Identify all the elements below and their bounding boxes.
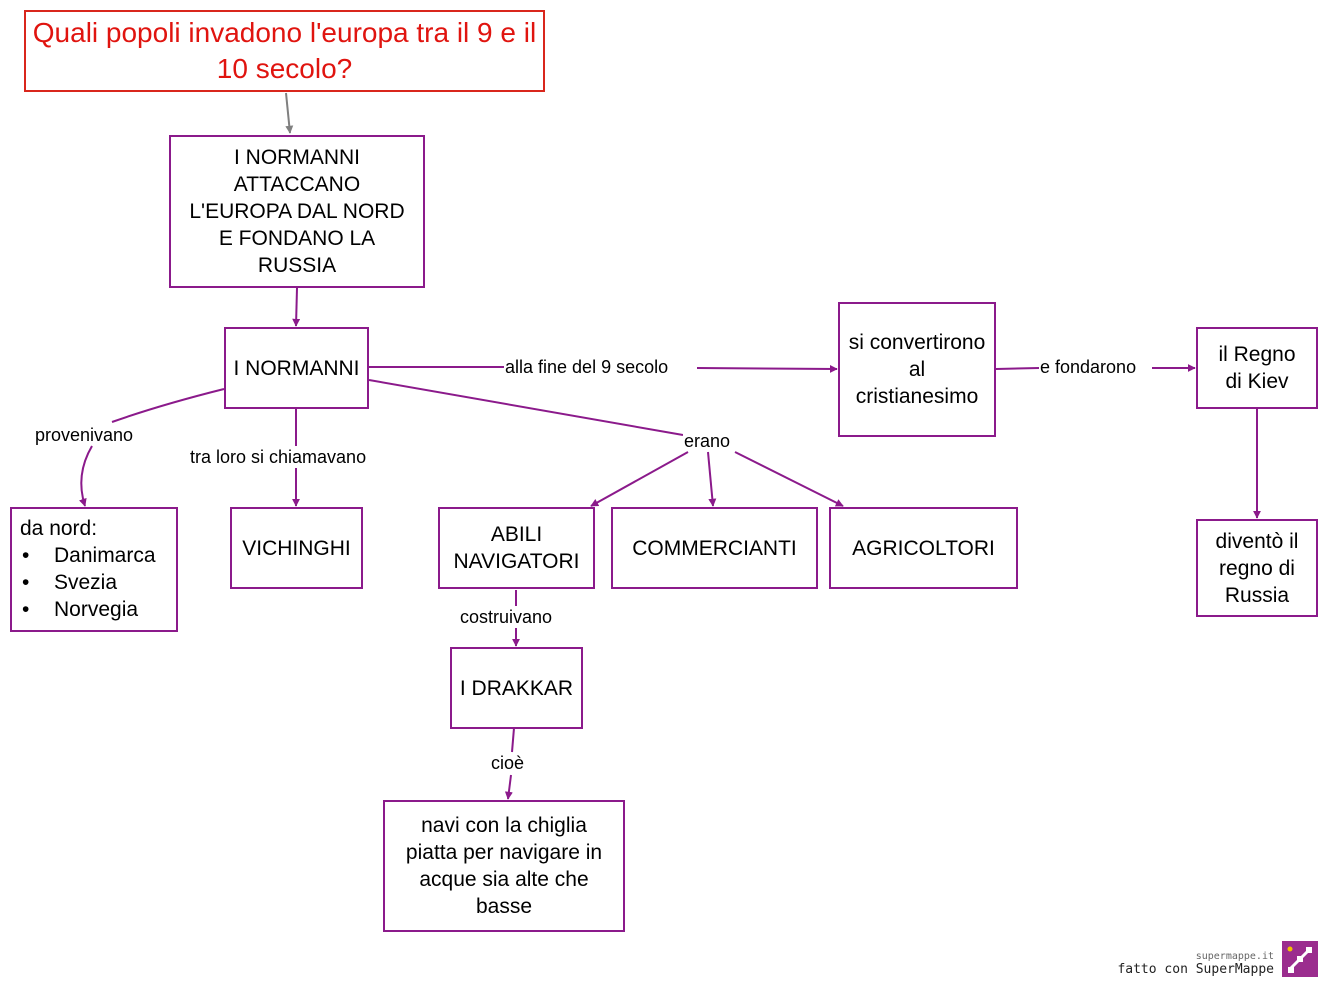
origin-item: Svezia <box>20 569 156 596</box>
node-kiev-text: il Regno di Kiev <box>1218 343 1296 393</box>
label-costruivano: costruivano <box>459 607 554 627</box>
node-drakkar[interactable]: I DRAKKAR <box>450 647 583 729</box>
node-normanni-text: I NORMANNI <box>233 356 360 380</box>
node-vichinghi-text: VICHINGHI <box>242 536 351 560</box>
node-navigatori[interactable]: ABILI NAVIGATORI <box>438 507 595 589</box>
edge-normanni-provenivano <box>111 388 225 423</box>
edge-fine-cristianesimo <box>696 364 838 373</box>
footer-credit: supermappe.it fatto con SuperMappe <box>1117 951 1274 977</box>
edge-normanni-erano <box>368 379 684 436</box>
node-vichinghi[interactable]: VICHINGHI <box>230 507 363 589</box>
footer-site[interactable]: supermappe.it <box>1195 951 1274 962</box>
node-commercianti[interactable]: COMMERCIANTI <box>611 507 818 589</box>
node-russia-text: diventò il regno di Russia <box>1215 529 1299 607</box>
label-chiamavano: tra loro si chiamavano <box>189 447 368 467</box>
node-commercianti-text: COMMERCIANTI <box>632 536 797 560</box>
origin-item: Norvegia <box>20 596 156 623</box>
footer-made-with: fatto con SuperMappe <box>1117 962 1274 977</box>
logo-graphic <box>1287 946 1312 973</box>
edge-erano-agricoltori <box>734 451 844 507</box>
edge-title-intro <box>285 92 294 134</box>
edge-cioe-navi <box>504 774 513 800</box>
edge-intro-normanni <box>292 287 301 327</box>
map-title-text: Quali popoli invadono l'europa tra il 9 … <box>32 17 537 84</box>
node-agricoltori[interactable]: AGRICOLTORI <box>829 507 1018 589</box>
node-intro[interactable]: I NORMANNI ATTACCANO L'EUROPA DAL NORD E… <box>169 135 425 288</box>
map-title: Quali popoli invadono l'europa tra il 9 … <box>24 10 545 92</box>
label-fondarono: e fondarono <box>1039 357 1138 377</box>
edge-erano-navigatori <box>590 451 689 507</box>
node-navi[interactable]: navi con la chiglia piatta per navigare … <box>383 800 625 932</box>
node-intro-text: I NORMANNI ATTACCANO L'EUROPA DAL NORD E… <box>189 146 405 277</box>
node-cristianesimo[interactable]: si convertirono al cristianesimo <box>838 302 996 437</box>
supermappe-logo-icon[interactable] <box>1282 941 1318 977</box>
edge-erano-commercianti <box>707 451 717 507</box>
origin-list: Danimarca Svezia Norvegia <box>20 542 156 623</box>
node-kiev[interactable]: il Regno di Kiev <box>1196 327 1318 409</box>
edge-drakkar-cioe <box>511 727 515 753</box>
node-origin[interactable]: da nord: Danimarca Svezia Norvegia <box>10 507 178 632</box>
node-navi-text: navi con la chiglia piatta per navigare … <box>405 814 603 918</box>
edge-provenivano-origin <box>78 445 93 507</box>
node-navigatori-text: ABILI NAVIGATORI <box>453 523 580 573</box>
origin-item: Danimarca <box>20 542 156 569</box>
node-russia[interactable]: diventò il regno di Russia <box>1196 519 1318 617</box>
node-agricoltori-text: AGRICOLTORI <box>852 536 995 560</box>
node-normanni[interactable]: I NORMANNI <box>224 327 369 409</box>
label-erano: erano <box>683 431 732 451</box>
node-drakkar-text: I DRAKKAR <box>459 676 574 700</box>
label-fine-secolo: alla fine del 9 secolo <box>504 357 670 377</box>
label-provenivano: provenivano <box>34 425 135 445</box>
edge-cristianesimo-fondarono <box>995 367 1040 370</box>
origin-heading: da nord: <box>20 517 98 540</box>
node-cristianesimo-text: si convertirono al cristianesimo <box>848 331 986 408</box>
label-cioe: cioè <box>490 753 526 773</box>
